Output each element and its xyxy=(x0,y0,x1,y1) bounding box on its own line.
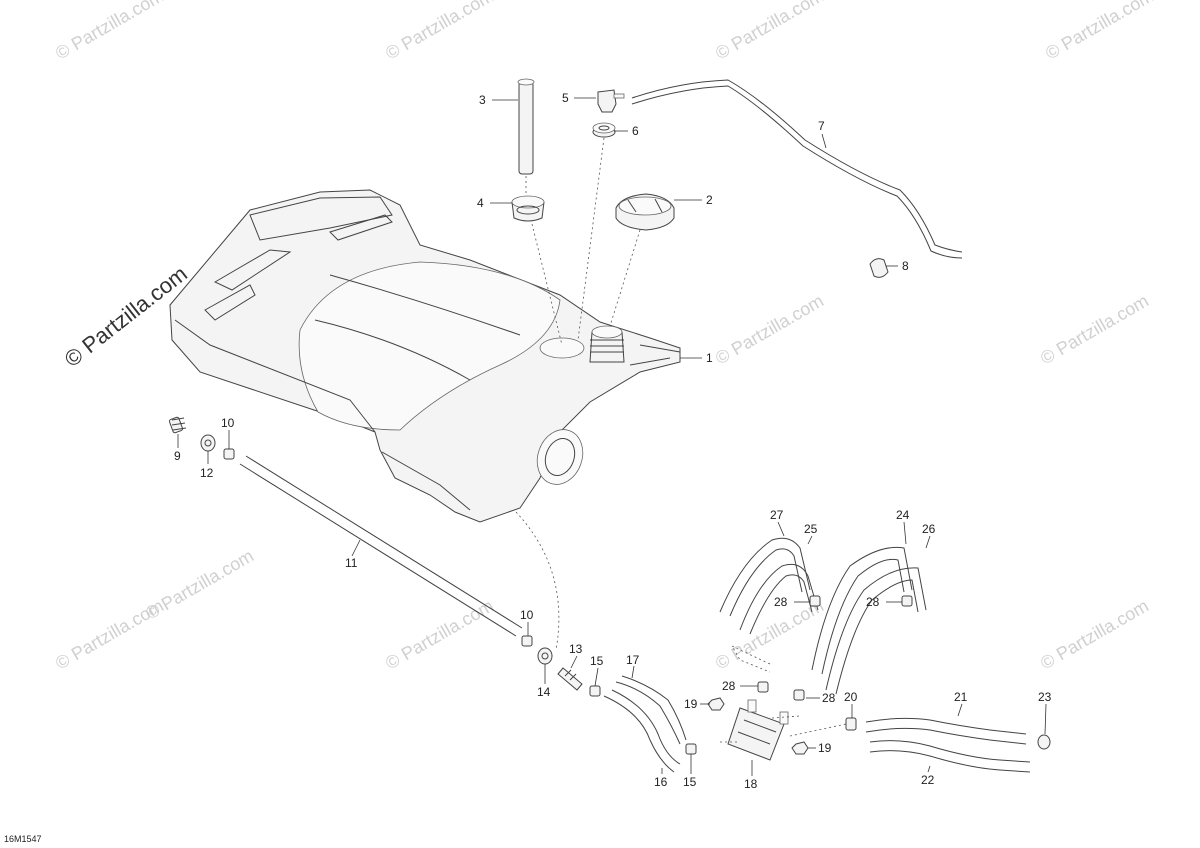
callout-28-b[interactable]: 28 xyxy=(866,595,880,609)
assembly-lines xyxy=(515,137,847,743)
fitting-part-lower[interactable] xyxy=(557,667,583,691)
clamp-part-upper[interactable] xyxy=(223,448,235,460)
watermark-text: © Partzilla.com xyxy=(142,545,257,623)
hose-clip-part[interactable] xyxy=(869,258,889,278)
callout-18[interactable]: 18 xyxy=(744,777,758,791)
callout-23[interactable]: 23 xyxy=(1038,690,1052,704)
callout-12[interactable]: 12 xyxy=(200,466,214,480)
clamp-part-23[interactable] xyxy=(1037,734,1051,750)
hose-part-16-17[interactable] xyxy=(603,675,687,773)
clamp-part-15a[interactable] xyxy=(589,685,601,697)
callout-labels: 1 2 3 4 5 6 7 8 9 10 11 12 10 13 14 15 1… xyxy=(174,91,1052,791)
watermark-text: © Partzilla.com xyxy=(712,0,827,63)
callout-3[interactable]: 3 xyxy=(479,93,486,107)
callout-20[interactable]: 20 xyxy=(844,690,858,704)
callout-24[interactable]: 24 xyxy=(896,508,910,522)
nut-part-19a[interactable] xyxy=(707,697,725,711)
callout-6[interactable]: 6 xyxy=(632,124,639,138)
clamp-part-lower[interactable] xyxy=(521,635,533,647)
callout-14[interactable]: 14 xyxy=(537,685,551,699)
washer-part-lower[interactable] xyxy=(537,647,553,665)
watermark-text: © Partzilla.com xyxy=(712,595,827,673)
callout-16[interactable]: 16 xyxy=(654,775,668,789)
callout-27[interactable]: 27 xyxy=(770,508,784,522)
watermark-text: © Partzilla.com xyxy=(52,0,167,63)
clamp-part-28d[interactable] xyxy=(793,689,805,701)
clamp-part-28c[interactable] xyxy=(757,681,769,693)
washer-part[interactable] xyxy=(200,434,216,452)
callout-7[interactable]: 7 xyxy=(818,119,825,133)
fitting-part[interactable] xyxy=(168,416,187,434)
callout-8[interactable]: 8 xyxy=(902,259,909,273)
fuel-tank-part[interactable] xyxy=(169,189,681,523)
callout-10-upper[interactable]: 10 xyxy=(221,416,235,430)
grommet-part[interactable] xyxy=(592,122,616,138)
callout-15-upper[interactable]: 15 xyxy=(590,654,604,668)
callout-19-right[interactable]: 19 xyxy=(818,741,832,755)
watermark-text: © Partzilla.com xyxy=(382,595,497,673)
filler-neck-ring-part[interactable] xyxy=(511,195,545,222)
callout-25[interactable]: 25 xyxy=(804,522,818,536)
callout-28-d[interactable]: 28 xyxy=(822,691,836,705)
fuel-cap-part[interactable] xyxy=(615,193,675,231)
hose-part-22[interactable] xyxy=(869,740,1031,773)
callout-leaders xyxy=(177,97,1047,776)
diagram-code: 16M1547 xyxy=(4,834,42,844)
callout-28-c[interactable]: 28 xyxy=(722,679,736,693)
callout-13[interactable]: 13 xyxy=(569,642,583,656)
callout-17[interactable]: 17 xyxy=(626,653,640,667)
vent-hose-part[interactable] xyxy=(631,79,963,259)
clamp-part-15b[interactable] xyxy=(685,743,697,755)
callout-15-lower[interactable]: 15 xyxy=(683,775,697,789)
watermark-text: © Partzilla.com xyxy=(1042,0,1157,63)
fuel-filter-part[interactable] xyxy=(727,699,789,761)
vent-valve-part[interactable] xyxy=(597,89,625,113)
formed-hose-part-27-25[interactable] xyxy=(719,537,819,635)
callout-9[interactable]: 9 xyxy=(174,449,181,463)
watermark-text: © Partzilla.com xyxy=(1037,290,1152,368)
filler-tube-part[interactable] xyxy=(517,78,535,175)
watermark-text: © Partzilla.com xyxy=(712,290,827,368)
formed-hose-part-24-26[interactable] xyxy=(811,546,927,695)
callout-1[interactable]: 1 xyxy=(706,351,713,365)
callout-22[interactable]: 22 xyxy=(921,773,935,787)
watermark-text: © Partzilla.com xyxy=(382,0,497,63)
clamp-part-28b[interactable] xyxy=(901,595,913,607)
callout-26[interactable]: 26 xyxy=(922,522,936,536)
callout-5[interactable]: 5 xyxy=(562,91,569,105)
hose-part-21[interactable] xyxy=(865,717,1027,745)
callout-19-left[interactable]: 19 xyxy=(684,697,698,711)
callout-11[interactable]: 11 xyxy=(345,556,358,570)
callout-21[interactable]: 21 xyxy=(954,690,968,704)
clamp-part-28a[interactable] xyxy=(809,595,821,607)
clamp-part-20[interactable] xyxy=(845,717,857,731)
callout-28-a[interactable]: 28 xyxy=(774,595,788,609)
nut-part-19b[interactable] xyxy=(791,741,809,755)
callout-10-lower[interactable]: 10 xyxy=(520,608,534,622)
callout-2[interactable]: 2 xyxy=(706,193,713,207)
callout-4[interactable]: 4 xyxy=(477,196,484,210)
long-hose-part[interactable] xyxy=(239,455,523,637)
watermark-text: © Partzilla.com xyxy=(1037,595,1152,673)
